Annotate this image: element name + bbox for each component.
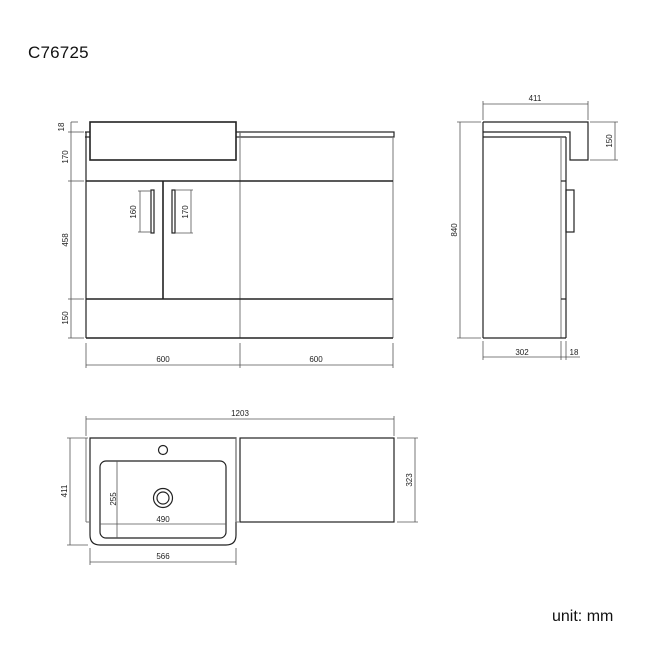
svg-text:600: 600 — [309, 355, 323, 364]
svg-text:411: 411 — [60, 484, 69, 497]
tap-hole — [157, 444, 169, 456]
worktop-top — [239, 437, 395, 523]
handle-left — [150, 189, 155, 234]
svg-text:302: 302 — [515, 348, 529, 357]
svg-text:160: 160 — [129, 205, 138, 219]
svg-text:840: 840 — [450, 223, 459, 237]
side-handle — [565, 189, 575, 233]
svg-text:323: 323 — [405, 473, 414, 487]
svg-text:150: 150 — [61, 311, 70, 325]
top-view: 255 490 1203 411 566 323 — [60, 409, 418, 565]
worktop-front — [239, 131, 395, 138]
unit-label: unit: mm — [552, 608, 614, 625]
handle-right — [171, 189, 176, 234]
svg-text:18: 18 — [57, 122, 66, 131]
waste-inner — [156, 491, 170, 505]
front-view: 160 170 18 170 458 150 600 600 — [57, 121, 395, 368]
model-code-title: C76725 — [28, 43, 89, 62]
svg-text:411: 411 — [529, 94, 542, 103]
basin-front — [89, 121, 237, 161]
svg-text:490: 490 — [156, 515, 170, 524]
basin-top — [89, 437, 237, 546]
svg-text:150: 150 — [605, 134, 614, 148]
svg-text:1203: 1203 — [231, 409, 249, 418]
svg-text:18: 18 — [570, 348, 579, 357]
bowl — [99, 460, 227, 539]
waste-outer — [152, 487, 174, 509]
svg-text:600: 600 — [156, 355, 170, 364]
svg-text:170: 170 — [181, 205, 190, 219]
svg-text:170: 170 — [61, 150, 70, 164]
side-view: 411 150 840 302 18 — [450, 94, 618, 360]
svg-text:458: 458 — [61, 233, 70, 247]
svg-text:566: 566 — [156, 552, 170, 561]
svg-text:255: 255 — [109, 492, 118, 506]
